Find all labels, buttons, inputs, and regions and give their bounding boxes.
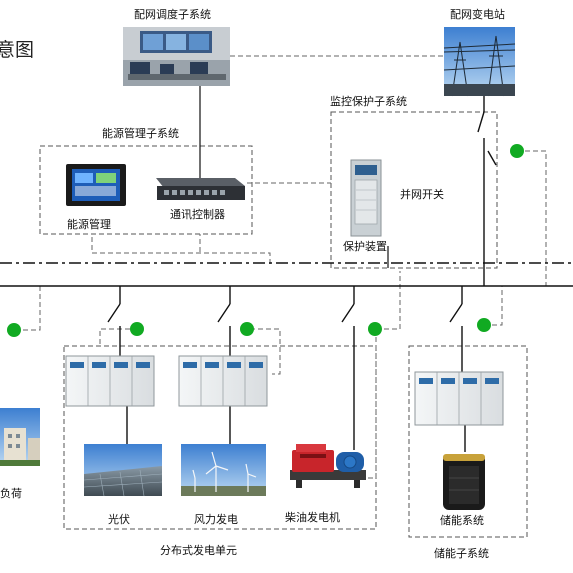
energy-manager-device <box>66 164 126 206</box>
breaker-dots <box>7 144 524 337</box>
storage-box <box>408 345 528 538</box>
power-lines <box>0 86 573 452</box>
grid-switch-label: 并网开关 <box>400 188 444 201</box>
diesel-generator-image <box>290 444 366 488</box>
diagram-title-fragment: 意图 <box>0 39 35 61</box>
comm-lines <box>22 55 547 479</box>
load-label: 负荷 <box>0 487 22 500</box>
load-image <box>0 408 40 466</box>
dispatch-subsystem-label: 配网调度子系统 <box>134 8 211 21</box>
wind-label: 风力发电 <box>194 513 238 526</box>
protection-cabinet <box>350 159 382 237</box>
monitoring-box <box>330 111 498 269</box>
breaker-dot-diesel <box>368 322 382 336</box>
comm-controller-device <box>156 178 245 200</box>
breaker-dot-load <box>7 323 21 337</box>
substation-label: 配网变电站 <box>450 8 505 21</box>
breaker-dot-wind <box>240 322 254 336</box>
switchgear-wind <box>178 355 268 407</box>
storage-system-label: 储能系统 <box>440 514 484 527</box>
diesel-label: 柴油发电机 <box>285 511 340 524</box>
energy-mgmt-subsystem-label: 能源管理子系统 <box>102 127 179 140</box>
solar-image <box>83 444 163 497</box>
monitoring-subsystem-label: 监控保护子系统 <box>330 95 407 108</box>
battery-storage-image <box>443 454 485 510</box>
solar-label: 光伏 <box>108 513 130 526</box>
distributed-gen-label: 分布式发电单元 <box>160 544 237 557</box>
comm-controller-label: 通讯控制器 <box>170 208 225 221</box>
energy-mgmt-box <box>39 145 253 235</box>
breaker-dot-storage <box>477 318 491 332</box>
breaker-dot-solar <box>130 322 144 336</box>
energy-manager-label: 能源管理 <box>67 218 111 231</box>
protection-device-label: 保护装置 <box>343 240 387 253</box>
wind-image <box>181 444 266 496</box>
switchgear-storage <box>414 371 504 426</box>
breaker-dot-substation <box>510 144 524 158</box>
dispatch-center-image <box>123 27 230 86</box>
switchgear-solar <box>65 355 155 407</box>
storage-subsystem-label: 储能子系统 <box>434 547 489 560</box>
substation-image <box>443 27 516 97</box>
